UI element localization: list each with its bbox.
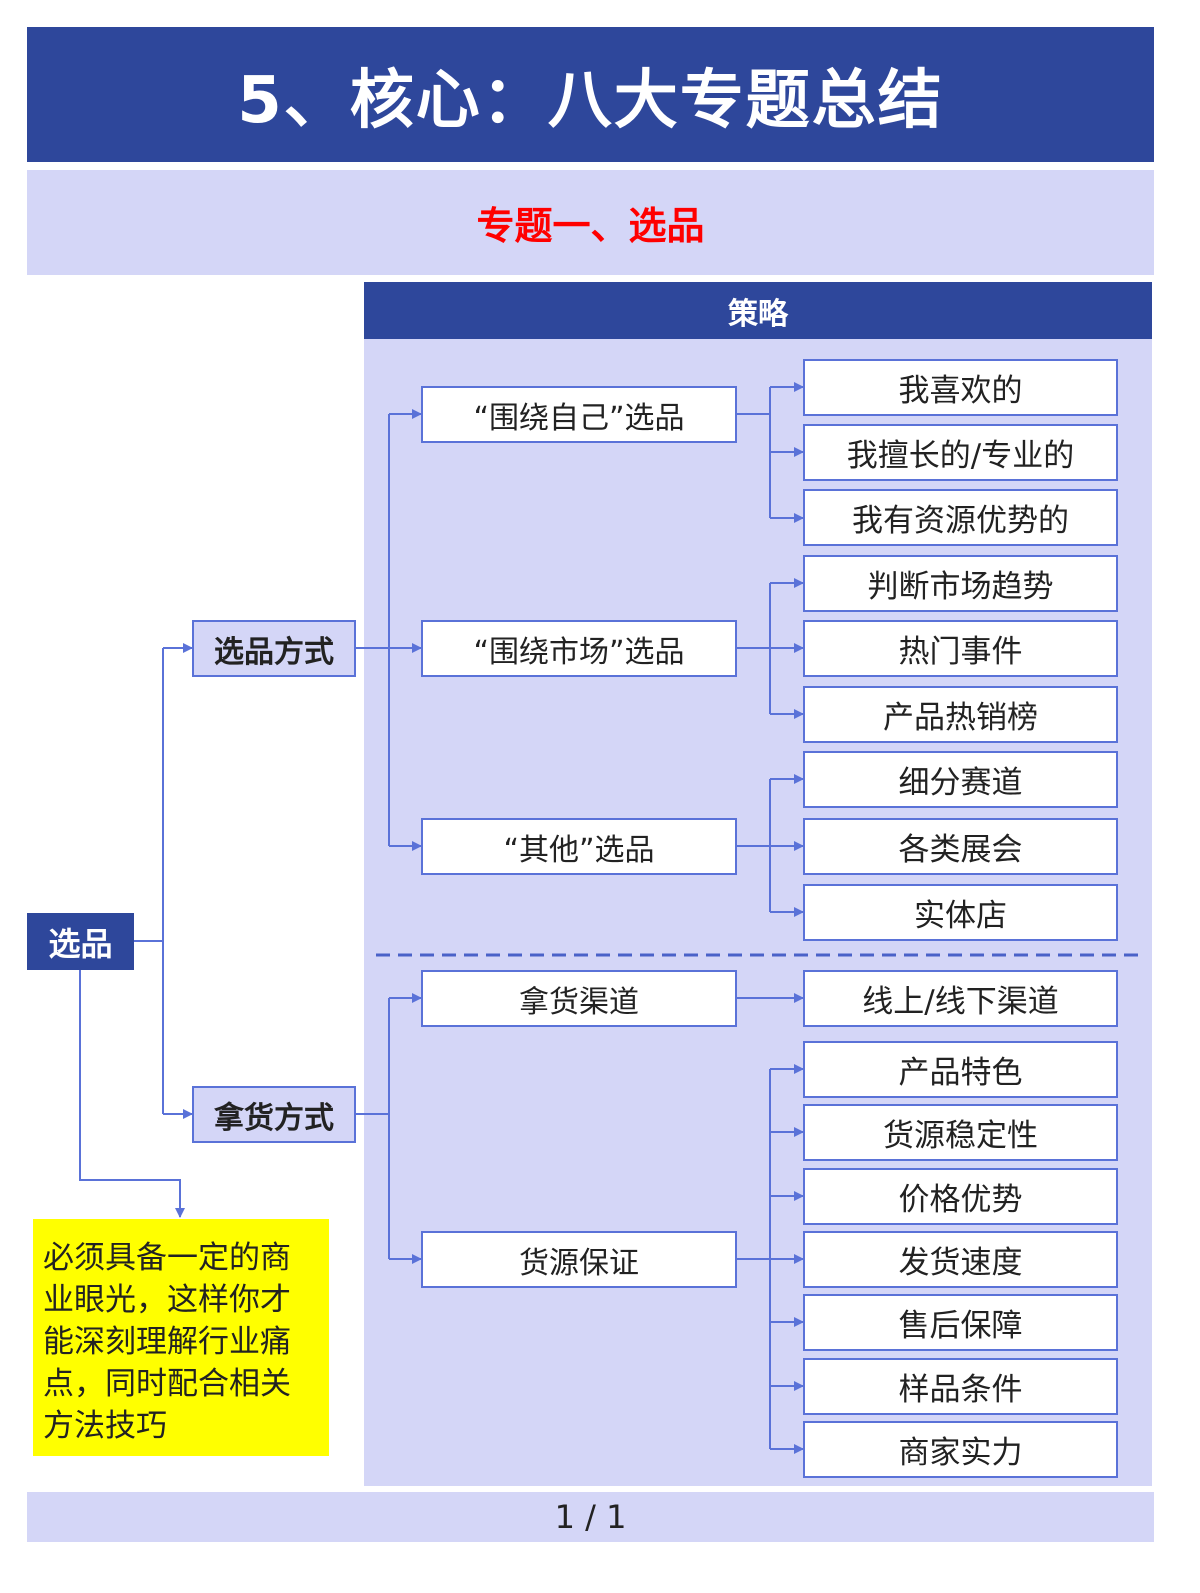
- node-supply-guarantee: 货源保证: [421, 1231, 737, 1288]
- node-sourcing-channel: 拿货渠道: [421, 970, 737, 1027]
- leaf-node: 售后保障: [803, 1294, 1118, 1351]
- leaf-node: 发货速度: [803, 1231, 1118, 1288]
- page-title: 5、核心：八大专题总结: [27, 27, 1154, 162]
- note-box: 必须具备一定的商 业眼光，这样你才 能深刻理解行业痛 点，同时配合相关 方法技巧: [33, 1219, 329, 1456]
- leaf-node: 实体店: [803, 884, 1118, 941]
- node-other-selection: “其他”选品: [421, 818, 737, 875]
- leaf-node: 线上/线下渠道: [803, 970, 1118, 1027]
- leaf-node: 我有资源优势的: [803, 489, 1118, 546]
- strategy-header: 策略: [364, 282, 1152, 339]
- note-line: 方法技巧: [43, 1408, 167, 1444]
- page-number: 1 / 1: [27, 1492, 1154, 1542]
- note-line: 点，同时配合相关: [43, 1366, 291, 1402]
- leaf-node: 产品热销榜: [803, 686, 1118, 743]
- leaf-node: 货源稳定性: [803, 1104, 1118, 1161]
- note-line: 能深刻理解行业痛: [43, 1324, 291, 1360]
- leaf-node: 我喜欢的: [803, 359, 1118, 416]
- leaf-node: 热门事件: [803, 620, 1118, 677]
- leaf-node: 我擅长的/专业的: [803, 424, 1118, 481]
- leaf-node: 商家实力: [803, 1421, 1118, 1478]
- node-market-selection: “围绕市场”选品: [421, 620, 737, 677]
- leaf-node: 产品特色: [803, 1041, 1118, 1098]
- note-line: 必须具备一定的商: [43, 1240, 291, 1276]
- topic-title: 专题一、选品: [27, 170, 1154, 275]
- root-node: 选品: [27, 913, 134, 970]
- leaf-node: 细分赛道: [803, 751, 1118, 808]
- leaf-node: 样品条件: [803, 1358, 1118, 1415]
- note-line: 业眼光，这样你才: [43, 1282, 291, 1318]
- node-sourcing-method: 拿货方式: [192, 1086, 356, 1143]
- leaf-node: 各类展会: [803, 818, 1118, 875]
- node-self-selection: “围绕自己”选品: [421, 386, 737, 443]
- leaf-node: 价格优势: [803, 1168, 1118, 1225]
- leaf-node: 判断市场趋势: [803, 555, 1118, 612]
- node-selection-method: 选品方式: [192, 620, 356, 677]
